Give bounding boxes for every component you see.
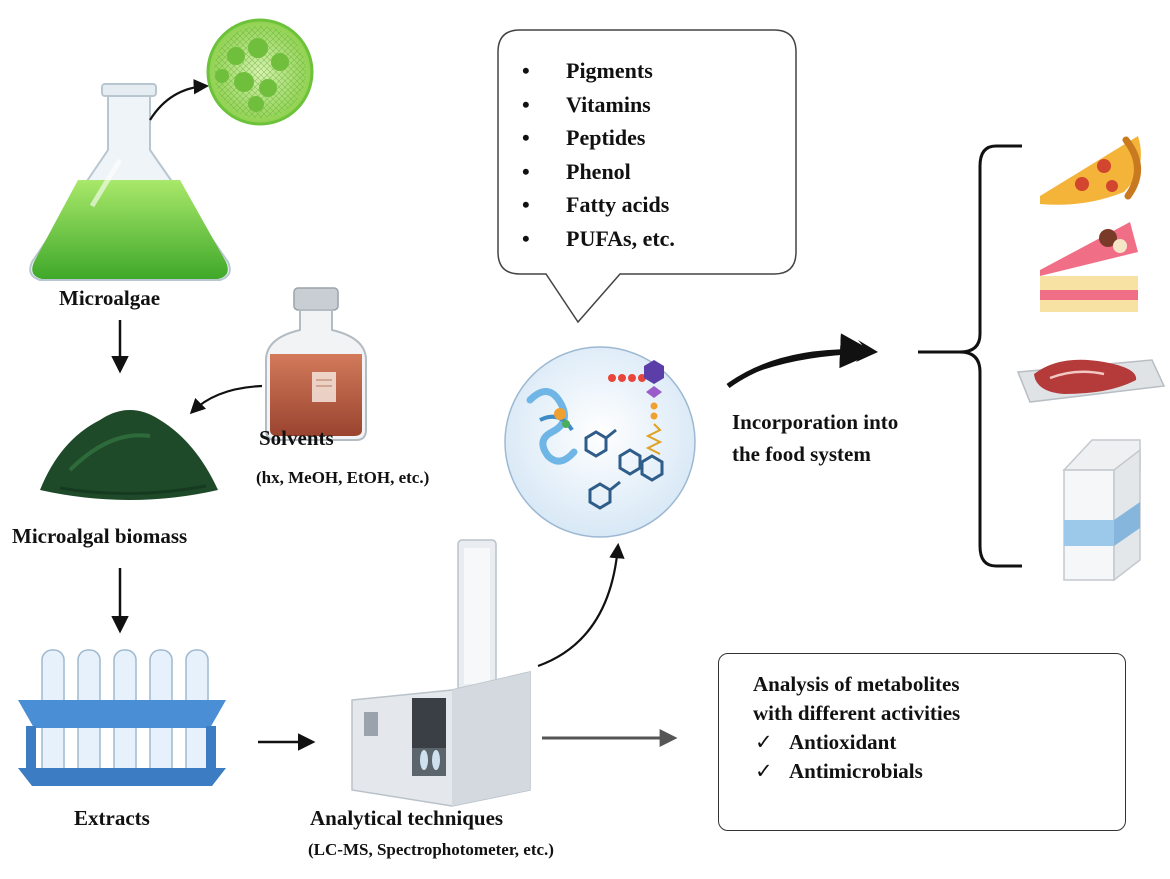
- list-item: PUFAs, etc.: [522, 222, 675, 256]
- checkmark-icon: ✓: [755, 730, 773, 754]
- molecules-icon: [504, 346, 696, 538]
- meat-tray-icon: [1016, 359, 1166, 403]
- check-item-label: Antimicrobials: [789, 759, 923, 783]
- pizza-icon: [1040, 136, 1141, 205]
- list-item: Fatty acids: [522, 188, 675, 222]
- biomass-powder-icon: [40, 410, 218, 500]
- analysis-line2: with different activities: [753, 701, 961, 725]
- food-brace: [918, 144, 1022, 568]
- solvents-detail-label: (hx, MeOH, EtOH, etc.): [256, 468, 430, 487]
- flask-icon: [29, 83, 231, 281]
- analysis-line1: Analysis of metabolites: [753, 672, 960, 696]
- check-item: ✓ Antioxidant: [753, 728, 1125, 757]
- incorporation-label-line1: Incorporation into: [732, 410, 899, 434]
- solvents-label: Solvents: [259, 426, 334, 450]
- cake-icon: [1040, 222, 1138, 312]
- list-item: Pigments: [522, 54, 675, 88]
- analytical-detail-label: (LC-MS, Spectrophotometer, etc.): [308, 840, 554, 859]
- milk-carton-icon: [1062, 439, 1141, 582]
- biomass-label: Microalgal biomass: [12, 524, 188, 548]
- check-item: ✓ Antimicrobials: [753, 757, 1125, 786]
- microalgae-label: Microalgae: [59, 286, 161, 310]
- list-item: Phenol: [522, 155, 675, 189]
- solvent-bottle-icon: [265, 287, 367, 441]
- test-tubes-icon: [18, 649, 226, 786]
- list-item: Vitamins: [522, 88, 675, 122]
- extracts-label: Extracts: [74, 806, 150, 830]
- check-item-label: Antioxidant: [789, 730, 897, 754]
- compound-list: Pigments Vitamins Peptides Phenol Fatty …: [522, 54, 675, 255]
- incorporation-label-line2: the food system: [732, 442, 871, 466]
- analysis-box: Analysis of metabolites with different a…: [718, 653, 1126, 831]
- algae-cell-icon: [206, 18, 314, 126]
- list-item: Peptides: [522, 121, 675, 155]
- analytical-label: Analytical techniques: [310, 806, 504, 830]
- lc-ms-instrument-icon: [351, 539, 531, 807]
- checkmark-icon: ✓: [755, 759, 773, 783]
